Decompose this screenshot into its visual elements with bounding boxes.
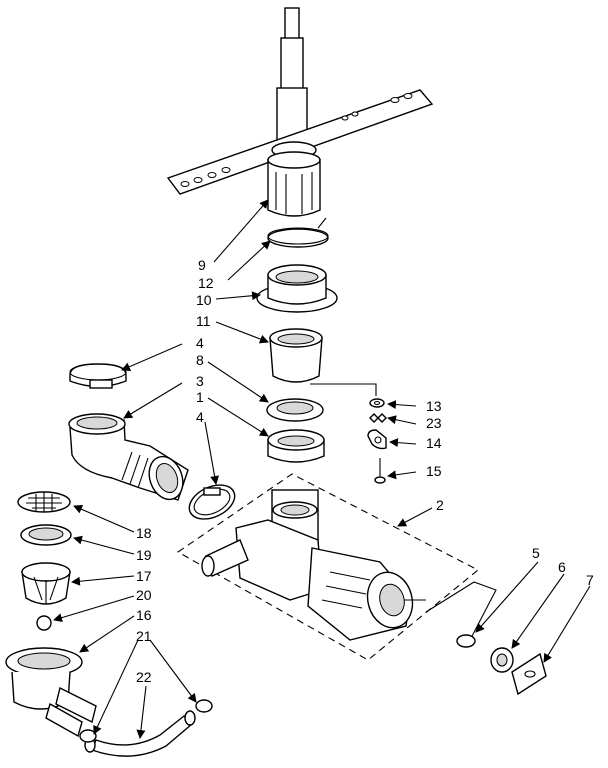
callout-12: 12 [198,275,214,291]
callout-4-lower: 4 [196,409,204,425]
callout-6: 6 [558,559,566,575]
callout-10: 10 [196,292,212,308]
hose-clamps-small [79,699,213,743]
drain-elbow-hose [68,413,189,501]
callout-17: 17 [136,568,152,584]
callout-19: 19 [136,547,152,563]
hose-clamp-upper [69,363,127,389]
pump-cup [269,328,323,383]
hardware-group [367,398,387,484]
grommet [490,647,514,673]
drain-housing [5,647,97,738]
filter-cone [21,562,71,605]
o-ring [266,398,324,422]
callout-14: 14 [426,435,442,451]
leader-lines [53,199,591,739]
callout-23: 23 [426,415,442,431]
lower-spray-arm-assembly [166,7,434,217]
callout-1: 1 [196,389,204,405]
motor-bracket [425,581,497,648]
callout-13: 13 [426,398,442,414]
callout-15: 15 [426,463,442,479]
callout-21: 21 [136,628,152,644]
callout-11: 11 [196,313,211,329]
callout-20: 20 [136,587,152,603]
callout-18: 18 [136,525,152,541]
pump-motor-assembly [176,473,479,661]
hose-clamp-lower [188,484,236,520]
filter-screen [17,491,71,513]
callout-8: 8 [196,352,204,368]
seal [256,264,338,313]
callout-5: 5 [532,545,540,561]
callout-2: 2 [436,497,444,513]
insulator-plate [511,652,547,696]
callout-3: 3 [196,373,204,389]
callout-16: 16 [136,607,152,623]
callout-22: 22 [136,669,152,685]
check-ball [36,615,52,631]
pump-seal [267,429,325,463]
callout-4-upper: 4 [196,335,204,351]
callout-labels: 9 12 10 11 4 8 3 1 4 13 23 14 15 2 5 6 7… [136,257,594,685]
callout-7: 7 [586,572,594,588]
callout-9: 9 [198,257,206,273]
filter-ring [20,524,72,546]
retaining-ring [267,217,329,248]
